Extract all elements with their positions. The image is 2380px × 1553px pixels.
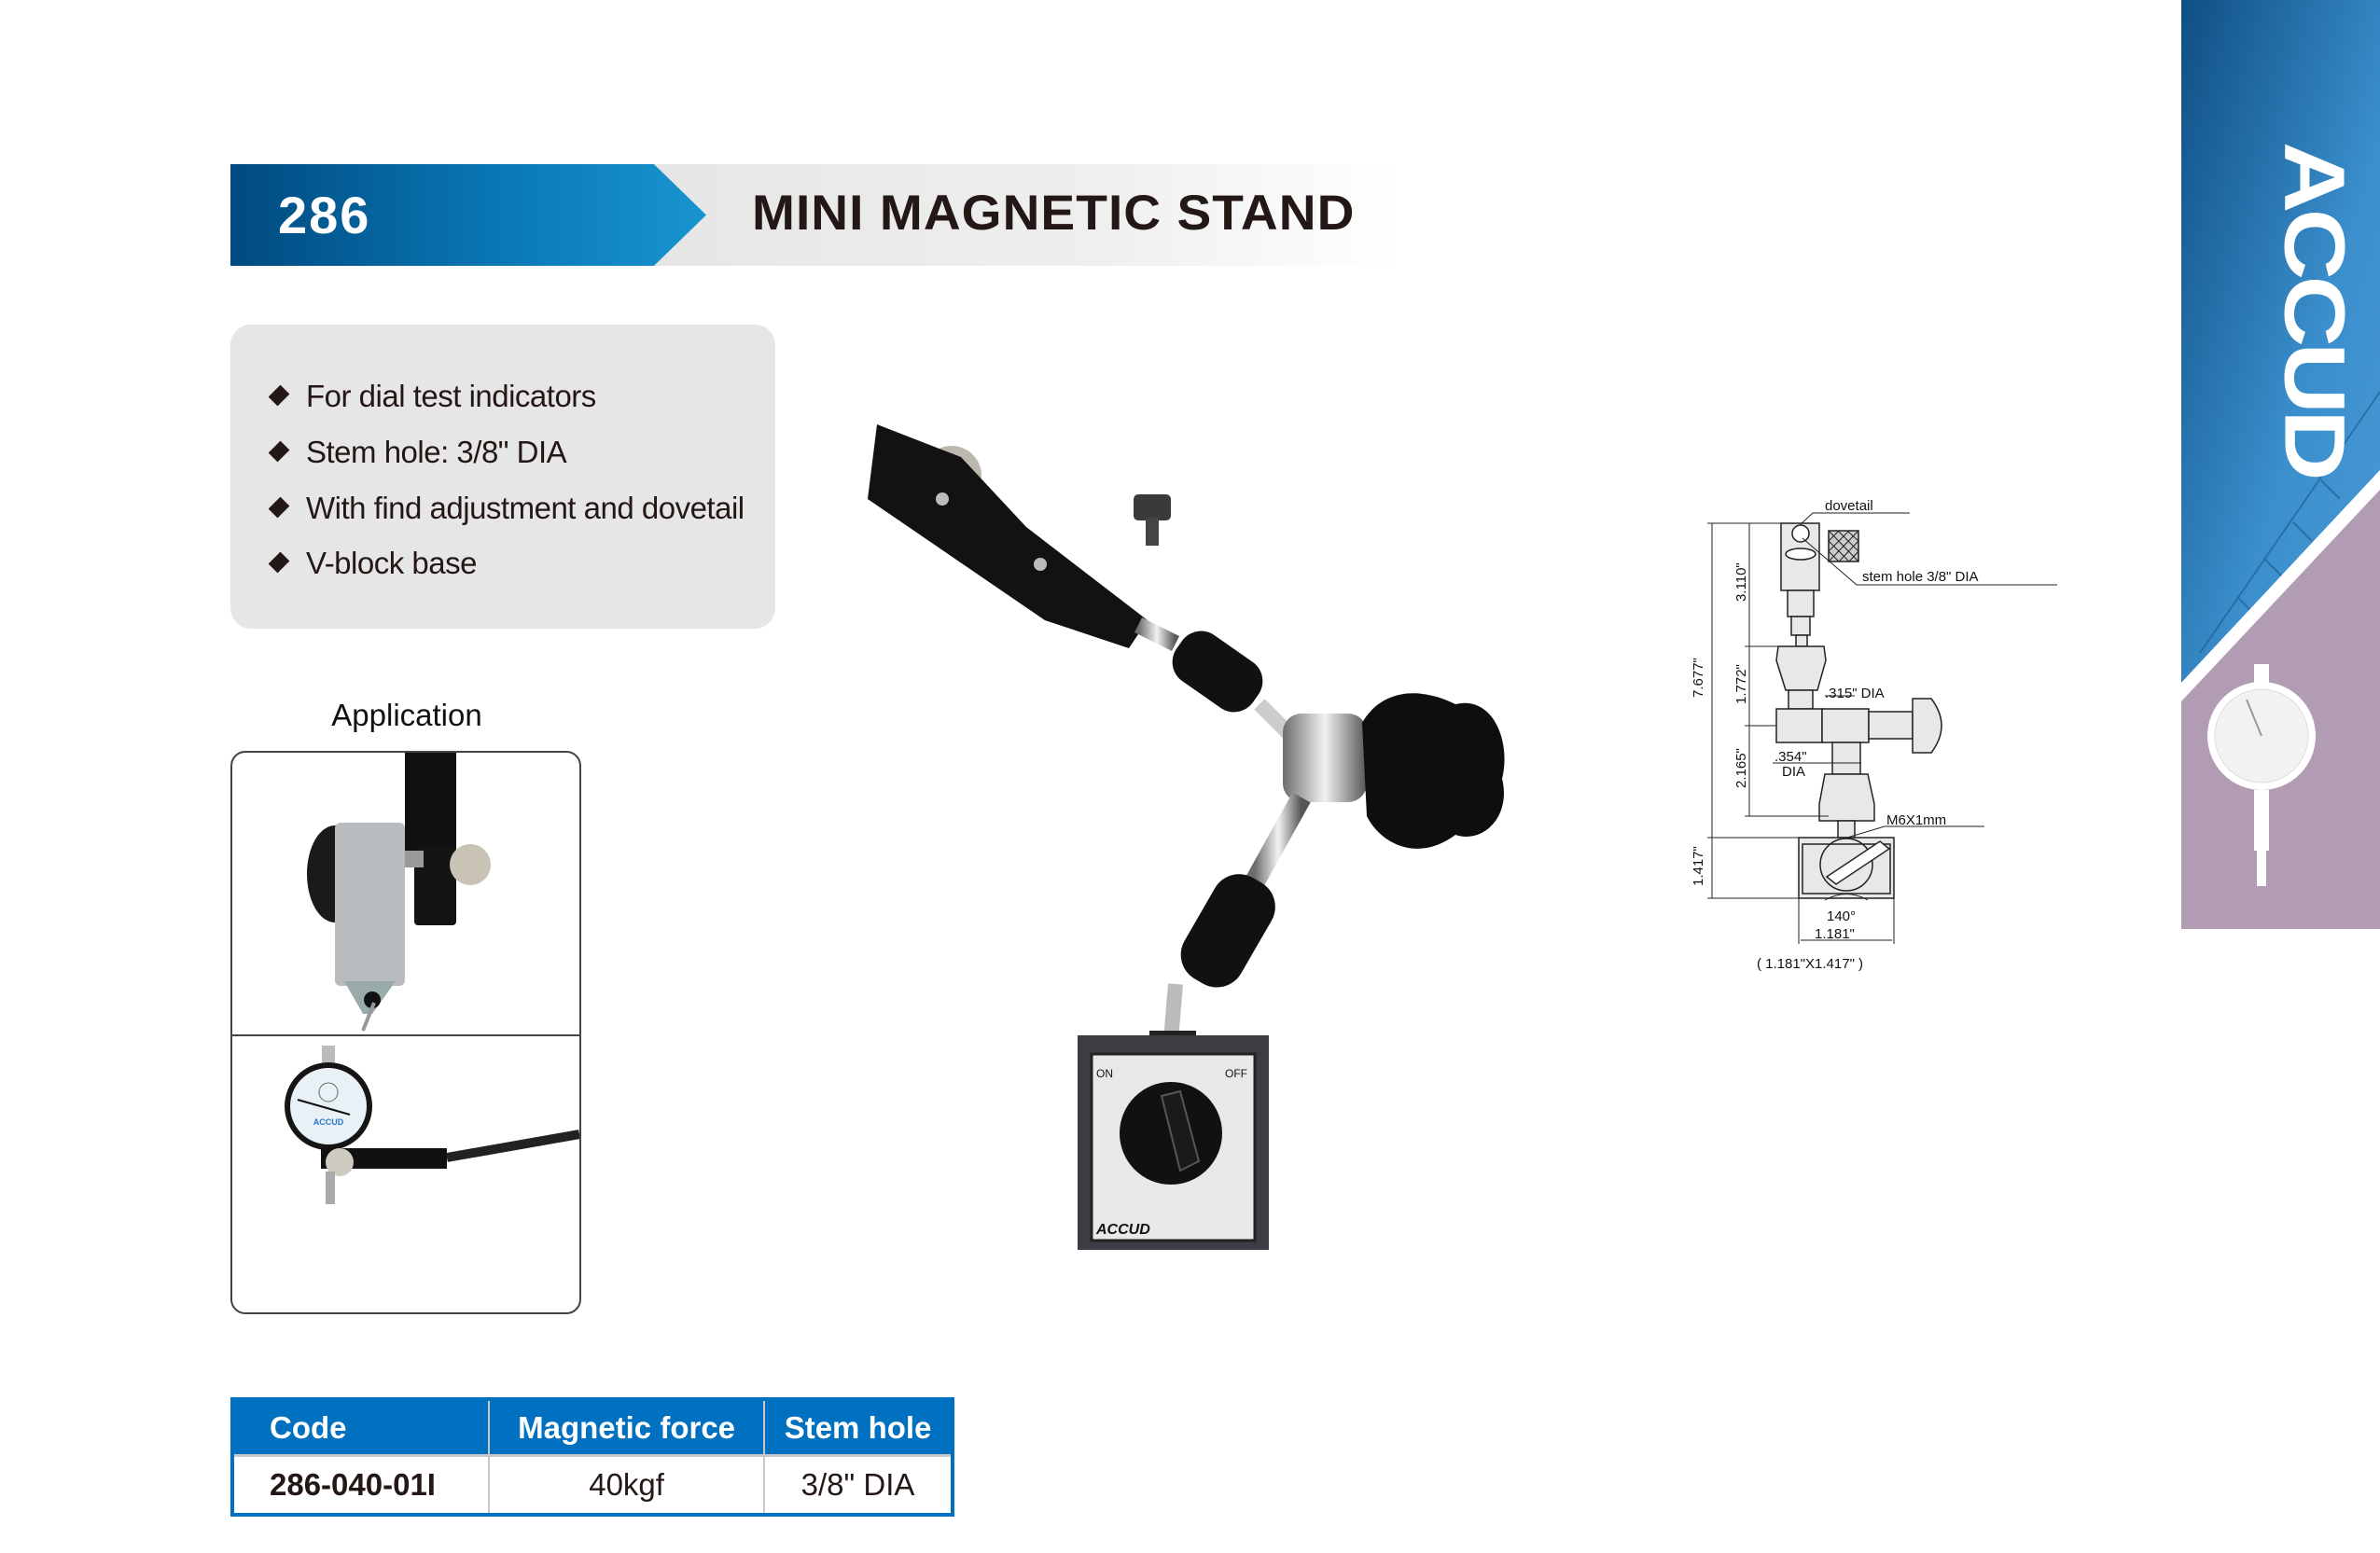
photo-divider [232, 1034, 579, 1036]
off-label: OFF [1225, 1067, 1247, 1080]
base-size-label: ( 1.181"X1.417" ) [1757, 956, 1863, 972]
dial-indicator-icon [2207, 664, 2316, 886]
column-header-magnetic-force: Magnetic force [489, 1399, 766, 1456]
diamond-bullet-icon [268, 496, 290, 519]
dim-lower: 2.165" [1733, 748, 1749, 788]
feature-text: With find adjustment and dovetail [306, 491, 745, 525]
test-indicator-photo [307, 753, 491, 1032]
section-number: 286 [278, 186, 371, 244]
features-panel: For dial test indicators Stem hole: 3/8"… [230, 325, 775, 629]
feature-item: V-block base [268, 546, 477, 581]
thread-label: M6X1mm [1886, 812, 1946, 828]
cell-stem-hole: 3/8" DIA [764, 1454, 953, 1515]
feature-text: Stem hole: 3/8" DIA [306, 435, 567, 469]
technical-drawing: dovetail stem hole 3/8" DIA 7.677" 3.110… [1691, 498, 2057, 972]
dia-354-unit: DIA [1782, 764, 1805, 780]
brand-logo: ACCUD [2266, 142, 2362, 478]
application-photos: ACCUD [230, 751, 581, 1314]
dim-middle: 1.772" [1733, 664, 1749, 704]
dim-upper: 3.110" [1733, 562, 1749, 602]
feature-item: With find adjustment and dovetail [268, 491, 745, 526]
base-brand: ACCUD [1095, 1222, 1150, 1238]
product-photo: ON OFF ACCUD [868, 424, 1505, 1250]
dovetail-label: dovetail [1825, 498, 1873, 514]
brand-side-banner [2181, 0, 2380, 929]
cell-magnetic-force: 40kgf [489, 1454, 766, 1515]
application-label: Application [331, 698, 482, 732]
dim-base: 1.417" [1691, 846, 1706, 886]
stem-hole-label: stem hole 3/8" DIA [1862, 569, 1979, 585]
spec-table: Code Magnetic force Stem hole 286-040-01… [230, 1397, 954, 1517]
dial-brand: ACCUD [313, 1117, 344, 1127]
table-row: 286-040-01I 40kgf 3/8" DIA [232, 1454, 953, 1515]
angle-label: 140° [1827, 908, 1856, 924]
feature-text: V-block base [306, 546, 477, 580]
feature-item: Stem hole: 3/8" DIA [268, 435, 567, 470]
base-width-label: 1.181" [1815, 926, 1855, 942]
dia-315-label: .315" DIA [1825, 686, 1885, 701]
title-banner-background [653, 164, 1399, 266]
diamond-bullet-icon [268, 384, 290, 407]
diamond-bullet-icon [268, 440, 290, 463]
page-title: MINI MAGNETIC STAND [752, 186, 1356, 241]
feature-item: For dial test indicators [268, 379, 596, 414]
cell-code: 286-040-01I [232, 1454, 491, 1515]
column-header-stem-hole: Stem hole [764, 1399, 953, 1456]
column-header-code: Code [232, 1399, 491, 1456]
section-number-banner [230, 164, 706, 266]
table-header-row: Code Magnetic force Stem hole [232, 1399, 953, 1456]
feature-text: For dial test indicators [306, 379, 596, 413]
dial-indicator-photo: ACCUD [285, 1046, 579, 1204]
dim-total: 7.677" [1691, 658, 1706, 698]
diamond-bullet-icon [268, 551, 290, 574]
dia-354-label: .354" [1775, 749, 1807, 765]
on-label: ON [1096, 1067, 1113, 1080]
